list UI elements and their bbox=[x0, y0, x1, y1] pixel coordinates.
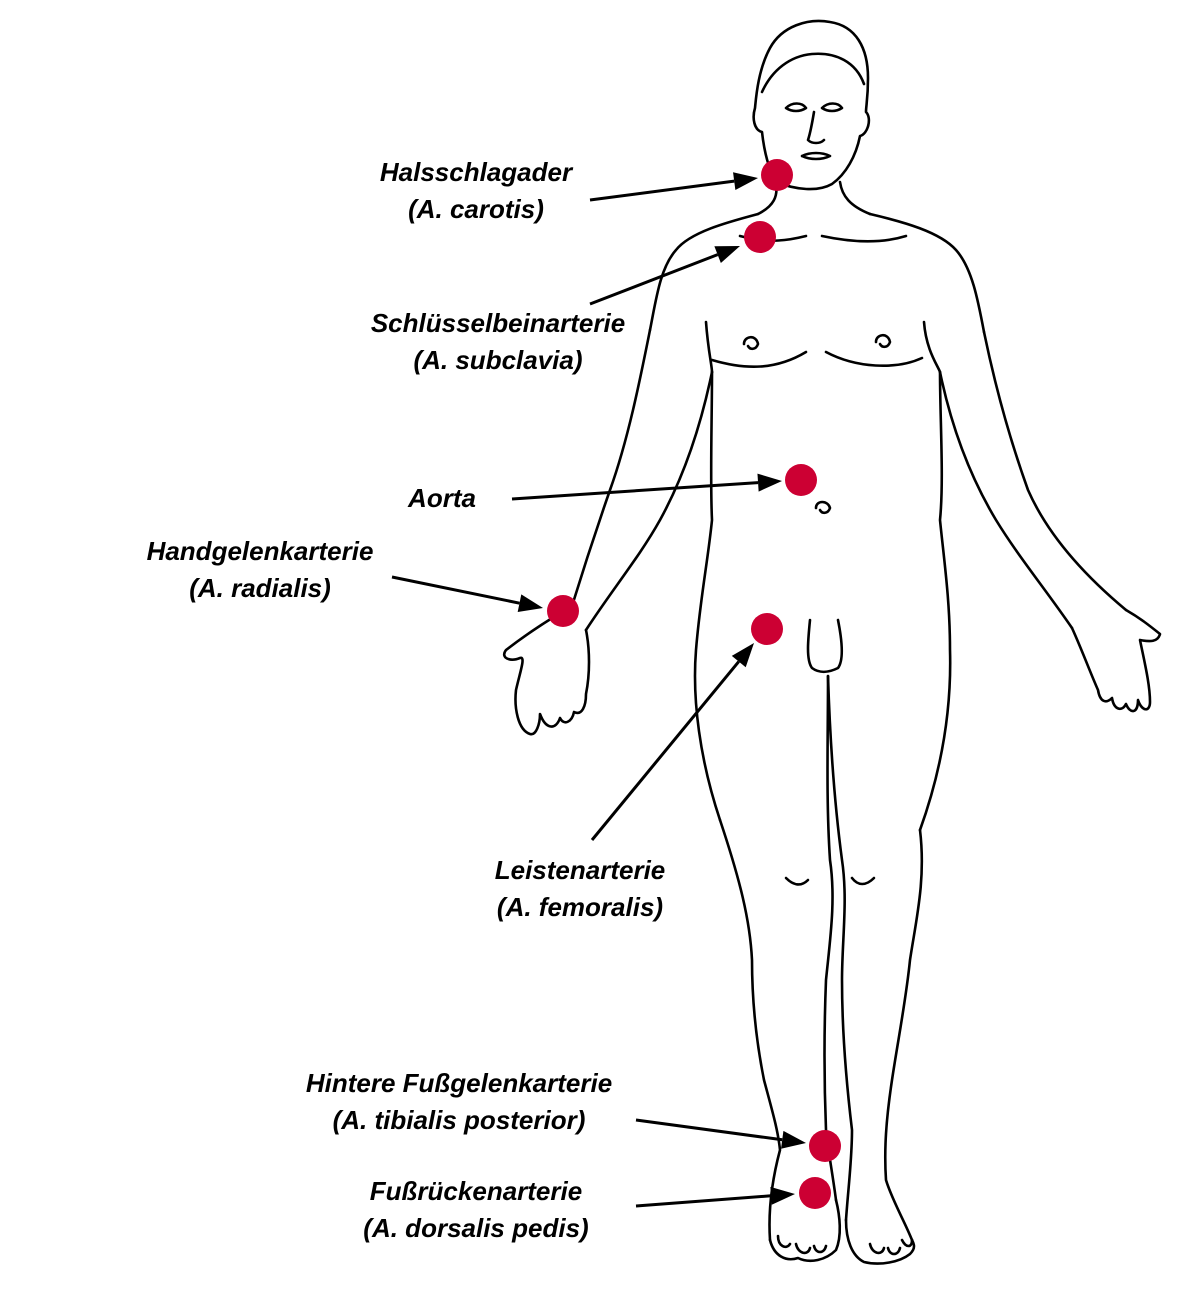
hair-line bbox=[760, 52, 866, 94]
right-arm-outer bbox=[982, 330, 1128, 612]
label-femoralis-latin: (A. femoralis) bbox=[496, 892, 664, 922]
arrow-line-subclavia bbox=[589, 253, 719, 306]
right-foot bbox=[844, 1218, 916, 1265]
pectorals bbox=[710, 350, 924, 368]
right-leg-inner bbox=[826, 674, 854, 1222]
arrow-head-subclavia bbox=[714, 246, 740, 264]
genitals bbox=[806, 618, 844, 674]
arrow-head-tibialis bbox=[781, 1130, 806, 1149]
pulse-point-subclavia bbox=[744, 221, 776, 253]
pulse-point-aorta bbox=[785, 464, 817, 496]
pulse-point-radialis bbox=[547, 595, 579, 627]
right-leg-outer bbox=[883, 828, 924, 1242]
label-femoralis: Leistenarterie (A. femoralis) bbox=[495, 852, 666, 926]
pulse-point-dorsalis bbox=[799, 1177, 831, 1209]
label-femoralis-name: Leistenarterie bbox=[494, 855, 666, 885]
left-leg-inner bbox=[823, 674, 838, 1202]
arrow-line-dorsalis bbox=[635, 1194, 772, 1208]
left-eye bbox=[784, 102, 808, 113]
left-nipple bbox=[742, 335, 760, 351]
torso-left bbox=[693, 370, 722, 822]
label-dorsalis: Fußrückenarterie (A. dorsalis pedis) bbox=[363, 1173, 588, 1247]
pulse-point-femoralis bbox=[751, 613, 783, 645]
left-hand bbox=[502, 604, 591, 736]
arrow-line-radialis bbox=[391, 575, 520, 605]
label-dorsalis-name: Fußrückenarterie bbox=[369, 1176, 583, 1206]
arrow-line-aorta bbox=[511, 481, 759, 501]
arrow-head-femoralis bbox=[731, 643, 754, 668]
arrow-line-tibialis bbox=[635, 1118, 783, 1142]
torso-right bbox=[918, 370, 952, 832]
label-tibialis-latin: (A. tibialis posterior) bbox=[332, 1105, 586, 1135]
pointer-arrows bbox=[391, 172, 806, 1208]
nose bbox=[806, 110, 826, 145]
pulse-point-tibialis bbox=[809, 1130, 841, 1162]
navel bbox=[814, 500, 832, 515]
right-toes bbox=[868, 1238, 914, 1256]
head-outline bbox=[752, 19, 871, 191]
label-tibialis-name: Hintere Fußgelenkarterie bbox=[305, 1068, 613, 1098]
shoulder-left bbox=[648, 212, 760, 332]
label-subclavia-name: Schlüsselbeinarterie bbox=[370, 308, 626, 338]
chest-left bbox=[704, 320, 714, 374]
knees bbox=[784, 876, 876, 886]
arrow-head-dorsalis bbox=[770, 1186, 795, 1205]
label-aorta-name: Aorta bbox=[408, 483, 476, 513]
right-arm-inner bbox=[938, 370, 1074, 630]
label-dorsalis-latin: (A. dorsalis pedis) bbox=[363, 1213, 589, 1243]
label-subclavia: Schlüsselbeinarterie (A. subclavia) bbox=[371, 305, 625, 379]
label-subclavia-latin: (A. subclavia) bbox=[413, 345, 583, 375]
arrow-line-femoralis bbox=[590, 660, 740, 841]
chest-right bbox=[922, 320, 942, 374]
right-hand bbox=[1070, 608, 1162, 713]
arrow-head-aorta bbox=[757, 473, 782, 492]
label-tibialis: Hintere Fußgelenkarterie (A. tibialis po… bbox=[306, 1065, 612, 1139]
right-eye bbox=[820, 102, 844, 113]
right-nipple bbox=[874, 333, 892, 349]
label-radialis-latin: (A. radialis) bbox=[189, 573, 331, 603]
arrow-line-carotis bbox=[589, 179, 735, 202]
mouth bbox=[800, 151, 832, 161]
label-carotis-latin: (A. carotis) bbox=[408, 194, 544, 224]
label-carotis-name: Halsschlagader bbox=[379, 157, 573, 187]
label-radialis-name: Handgelenkarterie bbox=[146, 536, 374, 566]
left-arm-inner bbox=[584, 370, 714, 632]
arrow-head-carotis bbox=[733, 172, 758, 191]
pulse-points bbox=[547, 159, 841, 1209]
label-carotis: Halsschlagader (A. carotis) bbox=[380, 154, 572, 228]
pulse-point-carotis bbox=[761, 159, 793, 191]
left-foot bbox=[768, 1198, 842, 1263]
left-arm-outer bbox=[570, 328, 652, 608]
label-radialis: Handgelenkarterie (A. radialis) bbox=[147, 533, 374, 607]
shoulder-right bbox=[868, 212, 986, 334]
label-aorta: Aorta bbox=[408, 480, 476, 517]
arrow-head-radialis bbox=[517, 594, 543, 612]
neck-right bbox=[838, 180, 872, 216]
left-leg-outer bbox=[718, 818, 782, 1242]
left-toes bbox=[776, 1234, 828, 1255]
